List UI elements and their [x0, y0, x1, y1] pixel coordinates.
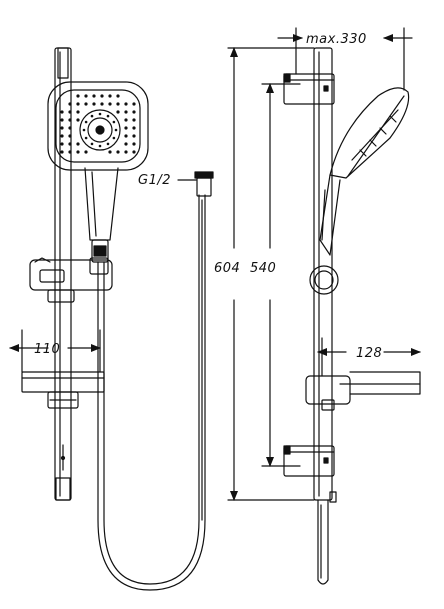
front-view: 110 G1/2	[9, 47, 214, 591]
spray-nozzle-dot	[68, 118, 72, 122]
spray-nozzle-dot	[60, 126, 64, 130]
spray-nozzle-dot	[68, 126, 72, 130]
side-top-bracket	[283, 73, 335, 105]
spray-nozzle-dot	[106, 114, 110, 118]
side-slider	[309, 265, 339, 295]
spray-nozzle-dot	[82, 128, 86, 132]
spray-nozzle-dot	[116, 150, 120, 154]
spray-nozzle-dot	[76, 150, 80, 154]
spray-nozzle-dot	[116, 102, 120, 106]
spray-nozzle-dot	[98, 112, 102, 116]
spray-nozzle-dot	[76, 118, 80, 122]
spray-nozzle-dot	[132, 126, 136, 130]
spray-nozzle-dot	[100, 94, 104, 98]
spray-nozzle-dot	[68, 110, 72, 114]
spray-nozzle-dot	[132, 142, 136, 146]
spray-nozzle-dot	[60, 110, 64, 114]
spray-nozzle-dot	[124, 126, 128, 130]
spray-nozzle-dot	[68, 142, 72, 146]
shower-hose	[97, 171, 214, 591]
spray-nozzle-dot	[116, 110, 120, 114]
side-bottom-bracket	[283, 445, 335, 477]
spray-nozzle-dot	[98, 144, 102, 148]
spray-nozzle-dot	[112, 120, 116, 124]
spray-nozzle-dot	[124, 142, 128, 146]
spray-nozzle-dot	[60, 134, 64, 138]
spray-nozzle-dot	[92, 102, 96, 106]
spray-nozzle-dot	[84, 94, 88, 98]
spray-nozzle-dot	[92, 94, 96, 98]
front-rail	[54, 47, 72, 501]
dim-max-330: max.330	[277, 27, 413, 91]
dim-thread: G1/2	[138, 173, 197, 188]
spray-nozzle-dot	[84, 102, 88, 106]
spray-nozzle-dot	[124, 150, 128, 154]
spray-nozzle-dot	[90, 114, 94, 118]
spray-nozzle-dot	[132, 150, 136, 154]
side-shower-head	[319, 87, 410, 256]
spray-nozzle-dot	[60, 118, 64, 122]
spray-nozzle-dot	[60, 142, 64, 146]
spray-nozzle-dot	[124, 118, 128, 122]
front-slider-holder	[29, 257, 113, 303]
spray-nozzle-dot	[108, 94, 112, 98]
spray-nozzle-dot	[76, 102, 80, 106]
spray-nozzle-dot	[124, 102, 128, 106]
label-max-330: max.330	[306, 32, 367, 47]
label-604: 604	[214, 261, 240, 276]
spray-nozzles	[60, 94, 136, 154]
spray-nozzle-dot	[84, 136, 88, 140]
hand-shower-head	[47, 81, 149, 263]
label-thread: G1/2	[138, 173, 171, 188]
spray-nozzle-dot	[132, 102, 136, 106]
dim-128: 128	[317, 337, 421, 377]
spray-nozzle-dot	[106, 142, 110, 146]
label-110: 110	[34, 342, 60, 357]
spray-nozzle-dot	[100, 102, 104, 106]
spray-nozzle-dot	[116, 94, 120, 98]
spray-nozzle-dot	[112, 136, 116, 140]
spray-nozzle-dot	[124, 134, 128, 138]
spray-nozzle-dot	[132, 110, 136, 114]
side-view: max.330 128	[277, 27, 421, 585]
spray-nozzle-dot	[76, 110, 80, 114]
spray-nozzle-dot	[76, 94, 80, 98]
spray-nozzle-dot	[108, 102, 112, 106]
vertical-dimensions: 604 540	[214, 47, 315, 501]
spray-nozzle-dot	[114, 128, 118, 132]
front-soap-bar	[21, 371, 105, 409]
label-540: 540	[250, 261, 276, 276]
dim-110: 110	[9, 329, 101, 373]
spray-nozzle-dot	[84, 120, 88, 124]
spray-nozzle-dot	[84, 150, 88, 154]
spray-nozzle-dot	[90, 142, 94, 146]
spray-nozzle-dot	[68, 150, 72, 154]
side-rail	[313, 47, 337, 585]
spray-nozzle-dot	[132, 118, 136, 122]
spray-nozzle-dot	[60, 150, 64, 154]
spray-nozzle-dot	[68, 134, 72, 138]
spray-nozzle-dot	[76, 142, 80, 146]
side-soap-holder	[305, 371, 421, 411]
spray-nozzle-dot	[124, 110, 128, 114]
spray-nozzle-dot	[132, 134, 136, 138]
spray-nozzle-dot	[108, 150, 112, 154]
spray-nozzle-dot	[68, 102, 72, 106]
label-128: 128	[356, 346, 382, 361]
